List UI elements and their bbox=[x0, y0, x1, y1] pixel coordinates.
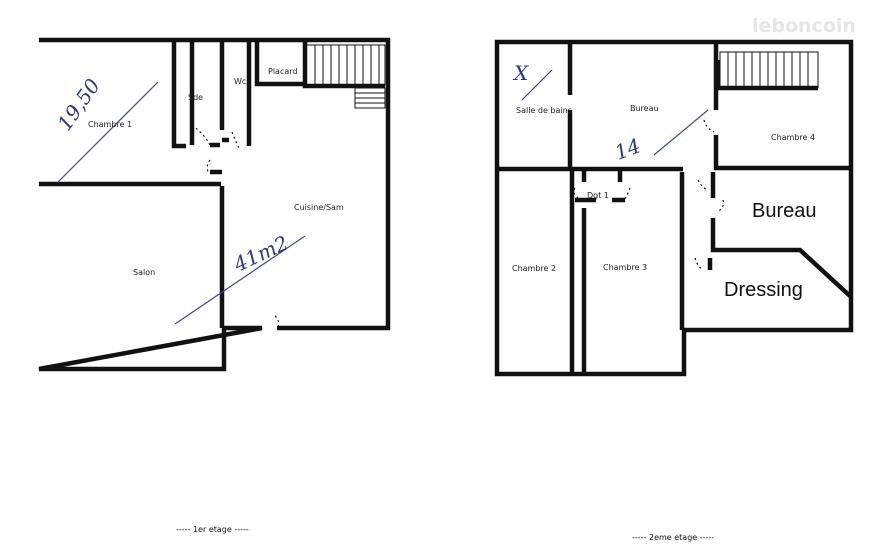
watermark-logo: leboncoin bbox=[752, 15, 856, 37]
handwritten-mark-salle-de-bains: X bbox=[512, 61, 529, 85]
floor-2-plan: Salle de bains Bureau Chambre 4 Dgt 1 Ch… bbox=[494, 39, 854, 377]
room-label-sde: Sde bbox=[188, 93, 203, 102]
room-label-bureau: Bureau bbox=[630, 104, 659, 113]
handwritten-stroke bbox=[653, 109, 709, 156]
handwritten-stroke bbox=[521, 69, 553, 101]
handwritten-stroke bbox=[174, 235, 306, 325]
room-label-salle-de-bains: Salle de bains bbox=[516, 106, 572, 115]
room-label-dgt-1: Dgt 1 bbox=[587, 191, 609, 200]
handwritten-area-bureau: 14 bbox=[612, 133, 644, 164]
room-label-chambre-1: Chambre 1 bbox=[88, 120, 132, 129]
floor-2-caption: ----- 2eme etage ----- bbox=[632, 533, 714, 542]
floor1-outer-walls bbox=[38, 37, 391, 372]
room-label-wc: Wc bbox=[234, 77, 246, 86]
room-label-bureau-overlay: Bureau bbox=[752, 200, 817, 222]
room-label-chambre-3: Chambre 3 bbox=[603, 263, 647, 272]
floor1-door-swings bbox=[191, 124, 280, 329]
floor1-partitions bbox=[171, 42, 385, 175]
floor2-staircase bbox=[719, 51, 819, 89]
handwritten-stroke bbox=[57, 81, 159, 183]
floor2-partitions bbox=[497, 44, 852, 372]
room-label-placard: Placard bbox=[268, 67, 297, 76]
floor-1-caption: ----- 1er etage ----- bbox=[176, 525, 249, 534]
floor-1-plan: Chambre 1 Sde Wc Placard Cuisine/Sam Sal… bbox=[38, 37, 391, 372]
floor1-staircase bbox=[305, 44, 386, 109]
room-label-cuisine: Cuisine/Sam bbox=[294, 203, 344, 212]
room-label-salon: Salon bbox=[133, 268, 155, 277]
room-label-chambre-2: Chambre 2 bbox=[512, 264, 556, 273]
handwritten-area-cuisine: 41m2 bbox=[229, 231, 292, 277]
room-label-chambre-4: Chambre 4 bbox=[771, 133, 815, 142]
floor1-inner-walls bbox=[39, 181, 225, 328]
room-label-dressing-overlay: Dressing bbox=[724, 279, 803, 301]
